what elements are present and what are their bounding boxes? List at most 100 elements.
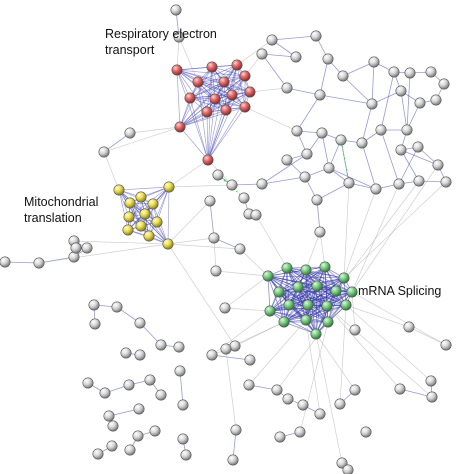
network-edge bbox=[189, 91, 251, 99]
protein-node bbox=[219, 302, 231, 314]
protein-node bbox=[177, 399, 189, 411]
protein-node bbox=[314, 408, 326, 420]
network-edge bbox=[118, 189, 158, 223]
network-edge bbox=[176, 36, 180, 71]
protein-node bbox=[82, 377, 94, 389]
network-edge bbox=[197, 81, 246, 108]
network-edge bbox=[351, 183, 400, 293]
network-edge bbox=[206, 66, 213, 113]
protein-node bbox=[395, 85, 407, 97]
protein-node bbox=[425, 66, 437, 78]
node-layer bbox=[0, 4, 452, 474]
network-edge bbox=[351, 291, 356, 331]
network-edge bbox=[261, 53, 297, 58]
protein-node bbox=[144, 374, 156, 386]
respiratory-node bbox=[244, 86, 256, 98]
network-edge bbox=[4, 261, 40, 264]
network-edge bbox=[129, 202, 169, 245]
protein-node bbox=[234, 243, 246, 255]
respiratory-node bbox=[184, 92, 196, 104]
protein-node bbox=[393, 178, 405, 190]
protein-node bbox=[281, 154, 293, 166]
network-edge bbox=[127, 196, 142, 231]
network-edge bbox=[343, 188, 377, 279]
network-edge bbox=[215, 270, 269, 277]
network-edge bbox=[244, 106, 298, 132]
network-edge bbox=[343, 181, 447, 279]
network-edge bbox=[305, 277, 345, 321]
protein-node bbox=[294, 426, 306, 438]
protein-node bbox=[349, 384, 361, 396]
protein-node bbox=[155, 389, 167, 401]
network-edge bbox=[127, 186, 170, 231]
network-edge bbox=[380, 129, 400, 185]
protein-node bbox=[335, 134, 347, 146]
network-edge bbox=[400, 149, 420, 182]
protein-node bbox=[395, 144, 407, 156]
protein-node bbox=[314, 226, 326, 238]
protein-node bbox=[334, 398, 346, 410]
network-edge bbox=[248, 319, 307, 386]
network-edge bbox=[197, 81, 233, 96]
network-edge bbox=[176, 69, 251, 93]
network-edge bbox=[371, 61, 375, 105]
protein-node bbox=[124, 444, 136, 456]
network-edge bbox=[211, 354, 251, 361]
label-respiratory-line1: Respiratory electron bbox=[105, 27, 217, 41]
network-edge bbox=[361, 103, 373, 144]
network-edge bbox=[176, 69, 246, 77]
mrna-splicing-node bbox=[330, 285, 342, 297]
protein-node bbox=[271, 384, 283, 396]
protein-node bbox=[173, 341, 185, 353]
network-edge bbox=[214, 75, 246, 100]
network-edge bbox=[321, 132, 330, 169]
protein-node bbox=[204, 195, 216, 207]
network-edge bbox=[342, 61, 375, 77]
network-edge bbox=[400, 90, 408, 131]
protein-node bbox=[301, 148, 313, 160]
respiratory-node bbox=[192, 76, 204, 88]
network-edge bbox=[255, 214, 288, 269]
respiratory-node bbox=[231, 59, 243, 71]
mrna-splicing-node bbox=[281, 262, 293, 274]
protein-node bbox=[266, 34, 278, 46]
network-edge bbox=[315, 333, 343, 464]
network-edge bbox=[326, 305, 433, 398]
protein-node bbox=[210, 265, 222, 277]
network-edge bbox=[176, 69, 246, 108]
protein-node bbox=[291, 125, 303, 137]
protein-node bbox=[290, 51, 302, 63]
protein-node bbox=[404, 67, 416, 79]
network-edge bbox=[345, 304, 410, 328]
network-edge bbox=[176, 69, 208, 113]
network-edge bbox=[176, 69, 225, 83]
protein-node bbox=[336, 457, 348, 469]
mrna-splicing-node bbox=[262, 270, 274, 282]
protein-node bbox=[349, 324, 361, 336]
network-edge bbox=[261, 176, 306, 185]
network-edge bbox=[103, 126, 181, 153]
mrna-splicing-node bbox=[346, 286, 358, 298]
network-edge bbox=[278, 266, 326, 293]
network-edge bbox=[316, 182, 350, 201]
network-edge bbox=[179, 98, 216, 128]
network-edge bbox=[168, 184, 233, 188]
protein-node bbox=[133, 403, 145, 415]
network-edge bbox=[144, 213, 169, 245]
network-edge bbox=[326, 305, 401, 390]
network-edge bbox=[269, 277, 345, 312]
protein-node bbox=[103, 410, 115, 422]
network-edge bbox=[283, 304, 347, 323]
network-edge bbox=[305, 319, 321, 415]
mitochondrial-node bbox=[124, 197, 136, 209]
network-edge bbox=[207, 75, 246, 161]
protein-node bbox=[123, 379, 135, 391]
protein-node bbox=[155, 339, 167, 351]
network-edge bbox=[305, 304, 347, 321]
network-edge bbox=[380, 71, 395, 131]
network-edge bbox=[328, 167, 377, 190]
mitochondrial-node bbox=[123, 211, 135, 223]
protein-node bbox=[310, 30, 322, 42]
protein-node bbox=[440, 176, 452, 188]
